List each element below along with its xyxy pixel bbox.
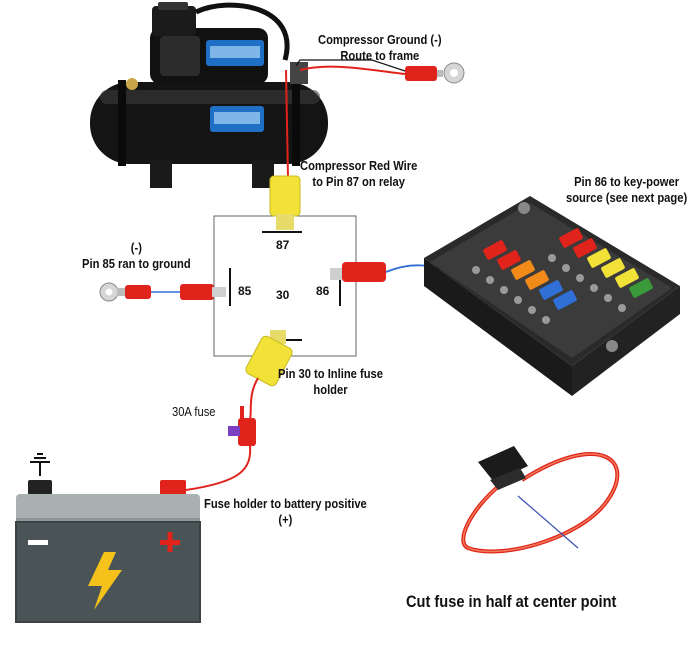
relay-pin-86: 86	[316, 284, 330, 298]
blade-fuse-icon	[511, 260, 535, 280]
blade-fuse-icon	[483, 240, 507, 260]
inline-fuse-holder-icon	[461, 446, 620, 554]
blade-fuse-icon	[587, 248, 611, 268]
terminal-screw-icon	[604, 294, 612, 302]
terminal-screw-icon	[542, 316, 550, 324]
terminal-screw-icon	[618, 304, 626, 312]
compressor-ground-line1: Compressor Ground (-)	[318, 32, 442, 47]
terminal-screw-icon	[548, 254, 556, 262]
compressor-red-wire-line1: Compressor Red Wire	[300, 158, 418, 173]
spade-terminal-icon	[330, 262, 386, 282]
terminal-screw-icon	[514, 296, 522, 304]
battery-icon	[15, 453, 201, 623]
blade-fuse-icon	[629, 278, 653, 298]
terminal-screw-icon	[590, 284, 598, 292]
pin86-line2: source (see next page)	[566, 190, 688, 205]
blade-fuse-icon	[525, 270, 549, 290]
spade-terminal-icon	[245, 330, 293, 387]
pin85-label: (-) Pin 85 ran to ground	[82, 240, 191, 272]
relay-pin-30: 30	[276, 288, 290, 302]
blade-fuse-icon	[601, 258, 625, 278]
blade-fuse-icon	[615, 268, 639, 288]
terminal-screw-icon	[528, 306, 536, 314]
inline-fuse-holder-icon	[228, 406, 256, 446]
pin85-line2: Pin 85 ran to ground	[82, 256, 191, 271]
pin85-line1: (-)	[130, 240, 142, 255]
battery-positive-label: Fuse holder to battery positive (+)	[204, 496, 367, 528]
fuse-block-icon	[424, 196, 680, 396]
compressor-red-wire-label: Compressor Red Wire to Pin 87 on relay	[300, 158, 417, 190]
terminal-screw-icon	[562, 264, 570, 272]
terminal-screw-icon	[576, 274, 584, 282]
pin86-label: Pin 86 to key-power source (see next pag…	[566, 174, 687, 206]
pin30-label: Pin 30 to Inline fuse holder	[278, 366, 383, 398]
fuse-30a-label: 30A fuse	[172, 404, 216, 419]
pin86-line1: Pin 86 to key-power	[574, 174, 680, 189]
compressor-ground-label: Compressor Ground (-) Route to frame	[318, 32, 442, 64]
battery-positive-line1: Fuse holder to battery positive	[204, 496, 367, 511]
blade-fuse-icon	[559, 228, 583, 248]
blade-fuse-icon	[573, 238, 597, 258]
spade-terminal-icon	[269, 175, 301, 230]
battery-positive-line2: (+)	[278, 512, 293, 527]
cut-fuse-label: Cut fuse in half at center point	[406, 592, 617, 611]
relay-pin-87: 87	[276, 238, 290, 252]
spade-terminal-icon	[180, 284, 226, 300]
compressor-icon	[90, 2, 328, 188]
blade-fuse-icon	[553, 290, 577, 310]
pin30-line2: holder	[313, 382, 348, 397]
ring-terminal-icon	[99, 282, 151, 302]
relay-pin-85: 85	[238, 284, 252, 298]
blade-fuse-icon	[539, 280, 563, 300]
blade-fuse-icon	[497, 250, 521, 270]
ring-terminal-icon	[405, 62, 465, 84]
lightning-bolt-icon	[88, 552, 122, 610]
compressor-red-wire-line2: to Pin 87 on relay	[312, 174, 405, 189]
terminal-screw-icon	[500, 286, 508, 294]
terminal-screw-icon	[486, 276, 494, 284]
pin30-line1: Pin 30 to Inline fuse	[278, 366, 383, 381]
terminal-screw-icon	[472, 266, 480, 274]
ground-symbol-icon	[30, 453, 50, 476]
compressor-ground-line2: Route to frame	[340, 48, 420, 63]
